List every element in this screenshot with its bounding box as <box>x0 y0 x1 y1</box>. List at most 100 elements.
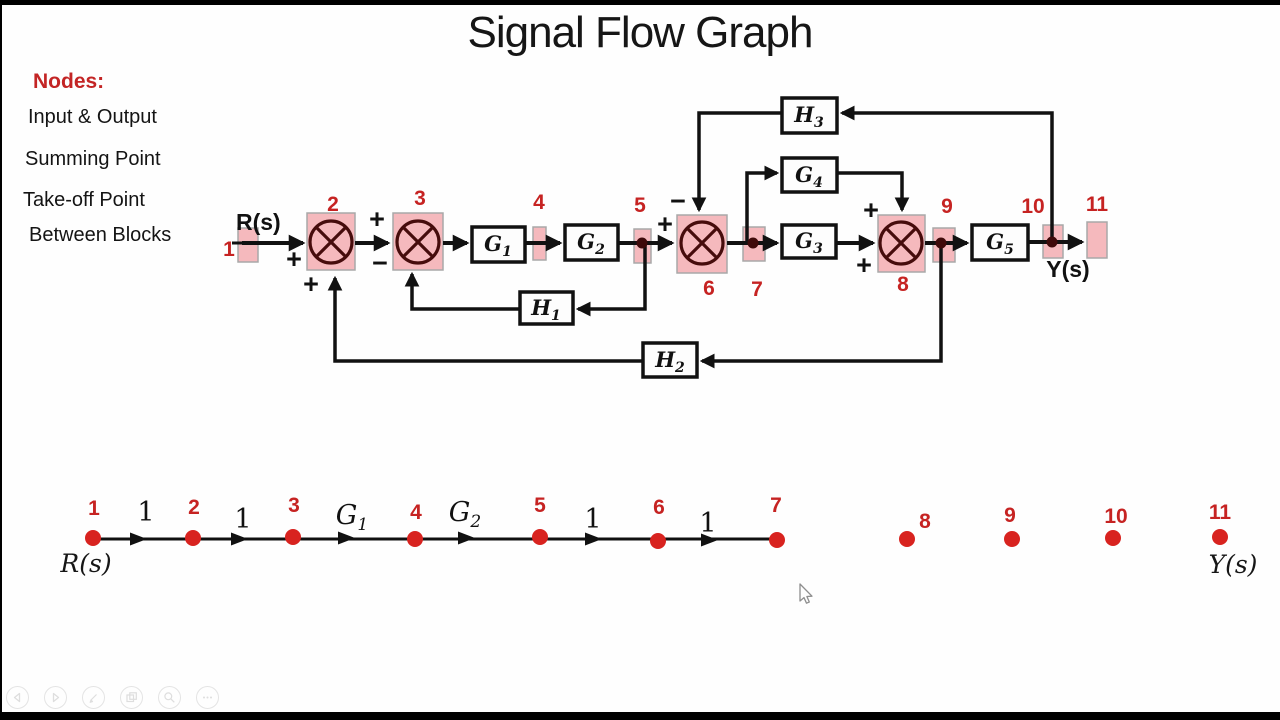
sfg-number-3: 3 <box>288 494 300 517</box>
magnifier-icon <box>164 692 175 703</box>
sfg-number-2: 2 <box>188 496 200 519</box>
pen-button[interactable] <box>82 686 105 709</box>
sfg-nodes <box>85 529 1228 549</box>
block-h3-label: H3 <box>793 102 824 131</box>
node-number-4: 4 <box>533 191 545 214</box>
sfg-edge-arrows <box>130 531 718 547</box>
sign-j3-bottom: − <box>372 248 388 278</box>
node-number-7: 7 <box>751 278 763 301</box>
sfg-number-9: 9 <box>1004 504 1016 527</box>
letterbox-top <box>0 0 1280 5</box>
sfg-number-4: 4 <box>410 501 422 524</box>
letterbox-bottom <box>0 712 1280 720</box>
sfg-node-9 <box>1004 531 1020 547</box>
sign-j8-top: + <box>863 195 879 225</box>
legend-heading: Nodes: <box>33 70 105 93</box>
sfg-number-6: 6 <box>653 496 665 519</box>
node-rect-11 <box>1086 221 1108 259</box>
page-title: Signal Flow Graph <box>467 8 814 57</box>
block-diagram: G1 G2 G3 G4 G5 H1 H2 H3 1 2 3 4 5 6 7 8 … <box>223 96 1109 379</box>
sfg-gain-1-2: 1 <box>137 497 154 528</box>
node-number-3: 3 <box>414 187 426 210</box>
previous-slide-button[interactable] <box>6 686 29 709</box>
block-G3 <box>780 223 838 260</box>
sign-j8-bottom: + <box>856 250 872 280</box>
ys-output-label: Y(s) <box>1046 256 1089 282</box>
sfg-number-10: 10 <box>1104 505 1127 528</box>
legend-item-input-output: Input & Output <box>28 106 157 128</box>
node-number-8: 8 <box>897 273 909 296</box>
sfg-gain-2-3: 1 <box>234 504 251 535</box>
sign-j6-top: − <box>670 186 686 216</box>
block-g5-label: G5 <box>986 229 1014 258</box>
block-h1-label: H1 <box>530 295 561 324</box>
pen-icon <box>89 694 97 703</box>
rs-input-label: R(s) <box>236 209 281 235</box>
sfg-node-1 <box>85 530 101 546</box>
sfg-gain-3-4: G1 <box>336 500 368 535</box>
summing-junction-8 <box>878 220 924 266</box>
sign-j6-left: + <box>657 209 673 239</box>
mouse-cursor <box>799 583 813 604</box>
block-H2 <box>641 341 699 379</box>
node-number-9: 9 <box>941 195 953 218</box>
sign-j2-bottom: + <box>303 269 319 299</box>
node-number-2: 2 <box>327 193 339 216</box>
sfg-node-8 <box>899 531 915 547</box>
previous-slide-icon <box>13 692 21 703</box>
sfg-gain-5-6: 1 <box>584 504 601 535</box>
node-number-1: 1 <box>223 238 235 261</box>
sfg-node-10 <box>1105 530 1121 546</box>
see-all-slides-button[interactable] <box>120 686 143 709</box>
more-options-icon <box>203 696 212 699</box>
takeoff-points <box>636 236 1058 249</box>
sfg-node-11 <box>1212 529 1228 545</box>
legend-item-between-blocks: Between Blocks <box>29 224 172 246</box>
sfg-number-5: 5 <box>534 494 546 517</box>
block-G2 <box>563 223 620 262</box>
sfg-gain-6-7: 1 <box>699 508 716 539</box>
zoom-button[interactable] <box>158 686 181 709</box>
node-number-11: 11 <box>1086 193 1109 216</box>
sfg-rs-label: R(s) <box>59 549 111 578</box>
sfg-node-6 <box>650 533 666 549</box>
node-number-5: 5 <box>634 194 646 217</box>
block-G4 <box>780 156 839 194</box>
sfg-number-7: 7 <box>770 494 782 517</box>
next-slide-button[interactable] <box>44 686 67 709</box>
node-number-6: 6 <box>703 277 715 300</box>
block-h2-label: H2 <box>654 347 685 376</box>
sign-j2-left: + <box>286 244 302 274</box>
sfg-node-4 <box>407 531 423 547</box>
sfg-number-8: 8 <box>919 510 931 533</box>
block-g2-label: G2 <box>577 229 605 258</box>
see-all-slides-icon <box>126 692 137 703</box>
block-H3 <box>780 96 839 135</box>
sfg-node-3 <box>285 529 301 545</box>
sfg-ys-label: Y(s) <box>1209 550 1258 579</box>
summing-junction-3 <box>395 219 441 265</box>
sfg-gain-4-5: G2 <box>449 497 481 532</box>
sfg-number-1: 1 <box>88 497 100 520</box>
letterbox-left <box>0 0 2 712</box>
block-g4-label: G4 <box>795 162 823 191</box>
node-number-10: 10 <box>1021 195 1044 218</box>
transfer-blocks <box>470 96 1030 379</box>
legend-item-takeoff-point: Take-off Point <box>23 189 145 211</box>
legend-item-summing-point: Summing Point <box>25 148 161 170</box>
sign-j3-top: + <box>369 204 385 234</box>
summing-junction-6 <box>679 220 725 266</box>
block-g1-label: G1 <box>484 231 512 260</box>
more-options-button[interactable] <box>196 686 219 709</box>
sfg-node-7 <box>769 532 785 548</box>
block-G1 <box>470 225 527 264</box>
block-H1 <box>518 290 575 326</box>
presenter-toolbar <box>6 686 219 709</box>
sfg-node-5 <box>532 529 548 545</box>
sfg-number-11: 11 <box>1209 501 1232 524</box>
block-g3-label: G3 <box>795 228 823 257</box>
block-G5 <box>970 223 1030 262</box>
sfg-node-2 <box>185 530 201 546</box>
